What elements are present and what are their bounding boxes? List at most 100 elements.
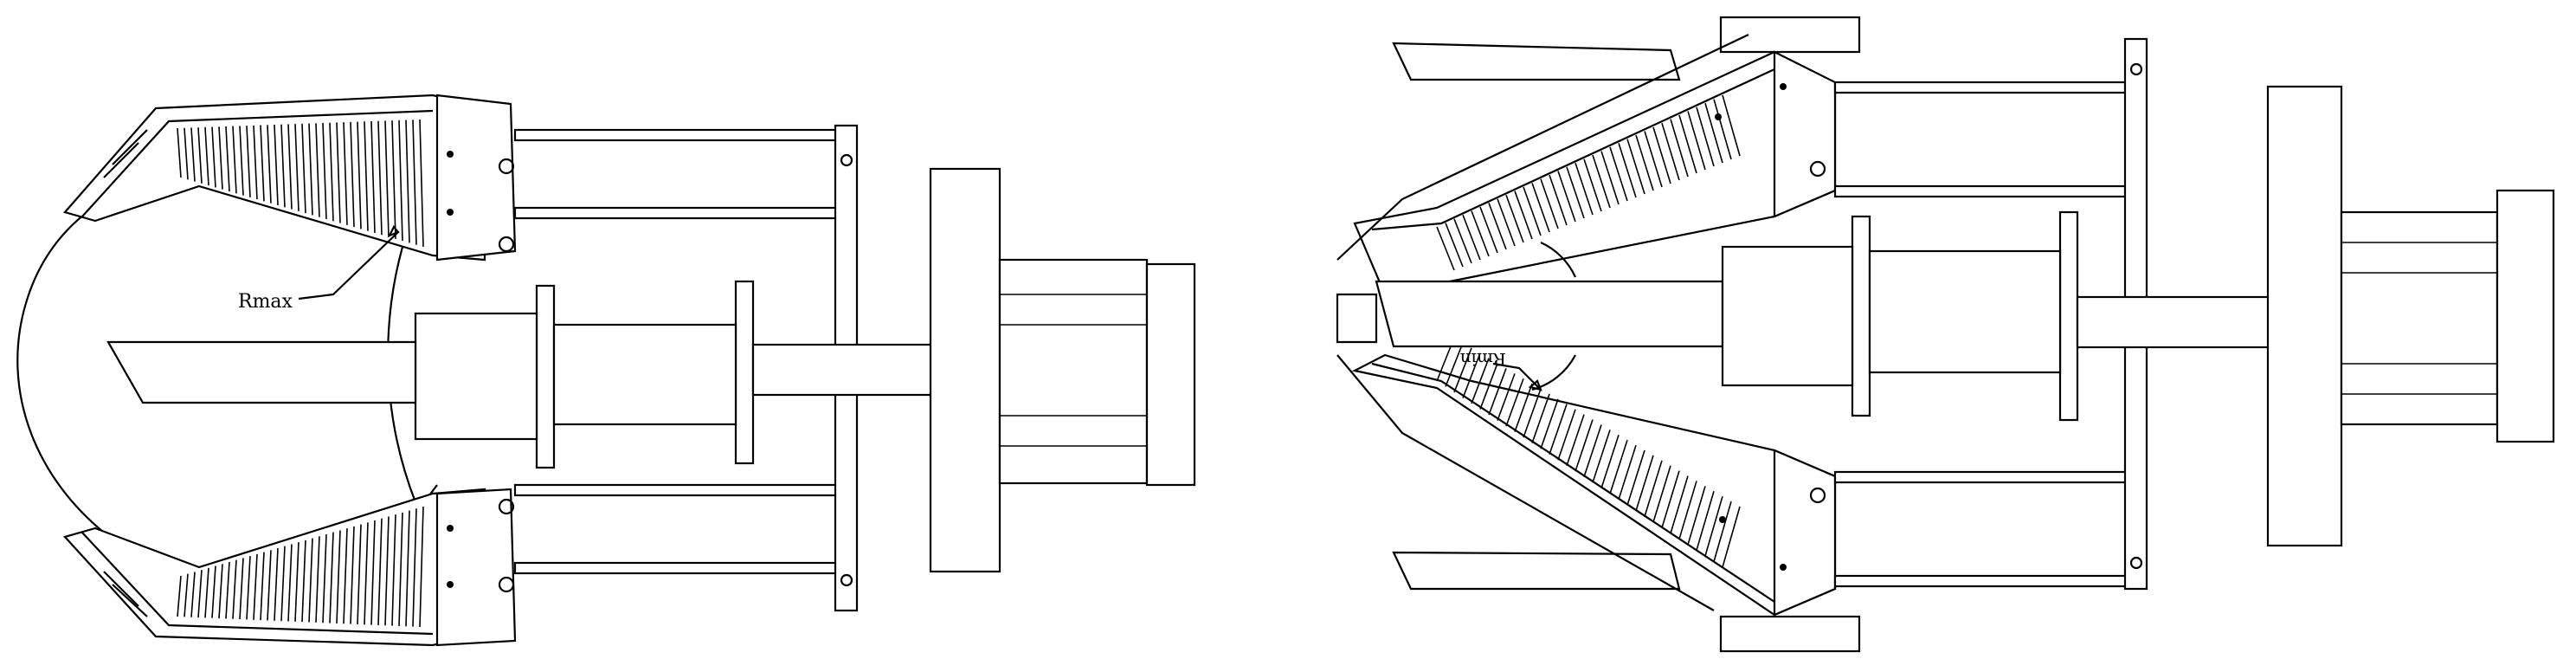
finger-rib	[384, 120, 390, 237]
finger-rib	[1600, 435, 1620, 489]
finger-rib	[267, 125, 272, 204]
left-upper-finger-ribs	[177, 119, 424, 248]
finger-rib	[1557, 171, 1576, 223]
finger-rib	[1696, 107, 1715, 167]
finger-rib	[1453, 218, 1472, 264]
finger-rib	[391, 120, 396, 239]
finger-rib	[364, 121, 369, 231]
finger-rib	[225, 561, 230, 619]
left-lower-finger	[62, 488, 517, 647]
finger-rib	[1644, 131, 1663, 188]
finger-rib	[204, 126, 209, 186]
finger-rib	[329, 122, 334, 222]
finger-rib	[280, 546, 286, 622]
finger-rib	[204, 567, 209, 618]
finger-rib	[412, 508, 417, 627]
right-gripper-view: Rmin	[1336, 16, 2555, 653]
finger-rib	[287, 124, 293, 210]
finger-rib	[419, 119, 424, 248]
right-housing-top	[1719, 16, 1861, 54]
finger-rib	[211, 126, 216, 188]
finger-rib	[253, 553, 258, 620]
left-gripper-view: Rmax	[16, 94, 1196, 647]
finger-rib	[1678, 114, 1697, 174]
finger-rib	[218, 564, 223, 619]
right-rmin-label: Rmin	[1460, 349, 1506, 370]
finger-rib	[1505, 194, 1524, 243]
finger-rib	[398, 120, 403, 242]
finger-rib	[1687, 486, 1706, 546]
finger-rib	[197, 127, 203, 184]
finger-rib	[377, 518, 383, 625]
finger-rib	[177, 575, 182, 617]
finger-rib	[1678, 481, 1697, 540]
finger-rib	[1713, 501, 1732, 562]
finger-rib	[357, 524, 362, 624]
finger-rib	[1626, 449, 1645, 506]
finger-rib	[1488, 203, 1507, 250]
finger-rib	[1575, 163, 1594, 216]
finger-rib	[1479, 363, 1498, 410]
finger-rib	[1445, 223, 1464, 268]
finger-rib	[239, 126, 244, 196]
finger-rib	[384, 516, 390, 626]
finger-rib	[1687, 111, 1706, 171]
finger-rib	[1583, 158, 1602, 212]
finger-rib	[1479, 206, 1498, 254]
left-lower-finger-ribs	[177, 506, 424, 628]
right-lower-finger	[1351, 337, 1837, 617]
finger-rib	[1609, 439, 1628, 494]
finger-rib	[377, 120, 383, 236]
right-frame	[1721, 37, 2555, 591]
finger-rib	[294, 124, 299, 211]
finger-rib	[253, 125, 258, 200]
finger-rib	[177, 127, 182, 178]
finger-rib	[1583, 424, 1602, 478]
finger-rib	[1436, 226, 1455, 271]
right-outer-contour	[1336, 34, 1749, 611]
finger-rib	[1670, 475, 1689, 534]
finger-rib	[1626, 139, 1645, 195]
left-upper-finger	[63, 94, 517, 262]
left-rmax-label: Rmax	[238, 291, 293, 313]
finger-rib	[1566, 166, 1585, 219]
finger-rib	[1531, 393, 1550, 443]
finger-rib	[1670, 119, 1689, 178]
finger-rib	[1540, 178, 1559, 229]
finger-rib	[1523, 186, 1542, 236]
finger-rib	[287, 544, 293, 622]
left-rmax-leader	[298, 231, 399, 300]
finger-rib	[1549, 174, 1568, 226]
finger-rib	[405, 120, 410, 243]
finger-rib	[1557, 409, 1576, 461]
finger-rib	[1462, 352, 1481, 398]
finger-rib	[343, 122, 348, 225]
finger-rib	[1618, 143, 1637, 198]
finger-rib	[1523, 388, 1542, 438]
finger-rib	[308, 123, 313, 216]
finger-rib	[1635, 134, 1654, 191]
finger-rib	[1462, 214, 1481, 261]
finger-rib	[398, 512, 403, 626]
finger-rib	[370, 520, 376, 625]
finger-rib	[184, 573, 189, 617]
finger-rib	[315, 536, 320, 623]
finger-rib	[1696, 491, 1715, 551]
finger-rib	[1652, 126, 1671, 184]
finger-rib	[218, 126, 223, 190]
left-frame	[414, 124, 1196, 612]
finger-rib	[1497, 198, 1516, 247]
finger-rib	[1540, 398, 1559, 449]
finger-rib	[1592, 430, 1611, 483]
finger-rib	[1661, 470, 1680, 528]
finger-rib	[225, 126, 230, 192]
finger-rib	[246, 556, 251, 620]
finger-rib	[1661, 123, 1680, 181]
finger-rib	[1635, 455, 1654, 512]
finger-rib	[1618, 444, 1637, 501]
finger-rib	[1549, 404, 1568, 455]
finger-rib	[350, 526, 355, 624]
finger-rib	[260, 552, 265, 621]
